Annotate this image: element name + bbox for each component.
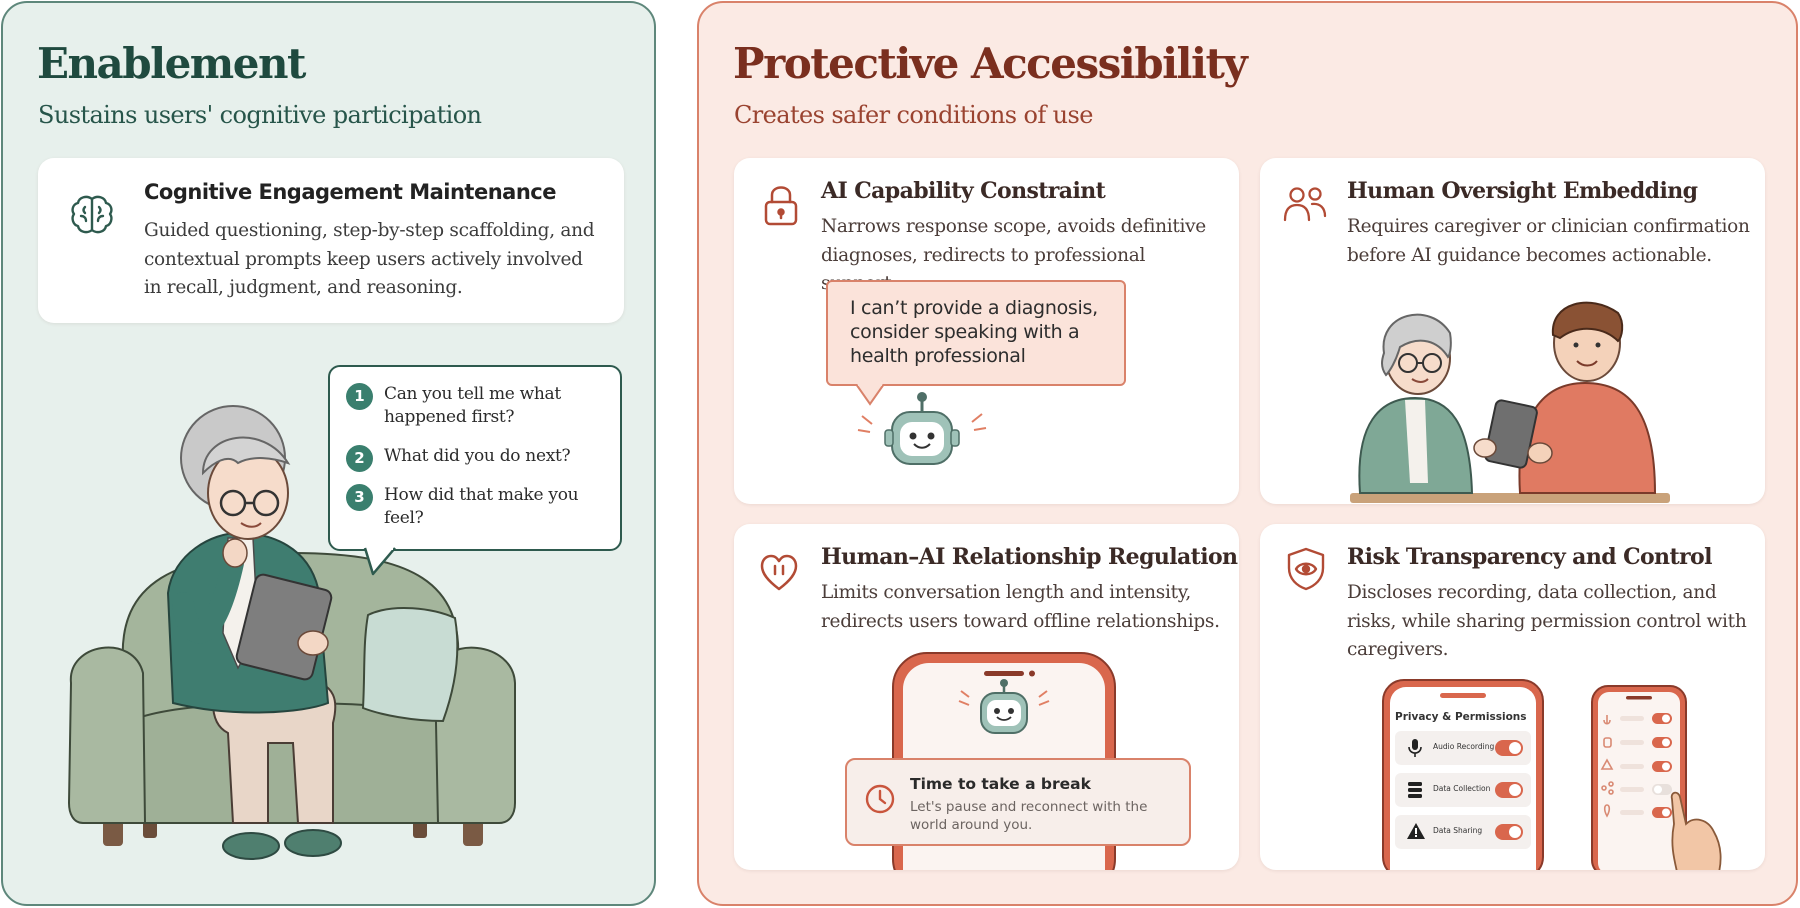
- break-notification: Time to take a break Let's pause and rec…: [845, 758, 1191, 846]
- bubble-tail: [363, 546, 396, 576]
- protective-accessibility-panel: Protective Accessibility Creates safer c…: [697, 1, 1798, 906]
- card-text: Requires caregiver or clinician confirma…: [1347, 216, 1750, 266]
- enablement-title: Enablement: [37, 39, 306, 88]
- step-number-badge: 3: [346, 484, 373, 511]
- card-text: Guided questioning, step-by-step scaffol…: [144, 220, 595, 298]
- database-icon: [1408, 782, 1422, 798]
- microphone-icon: [1408, 739, 1422, 757]
- protective-title: Protective Accessibility: [733, 39, 1248, 88]
- question-text: What did you do next?: [384, 446, 571, 466]
- break-text: Let's pause and reconnect with the world…: [910, 799, 1148, 833]
- privacy-phone: Privacy & Permissions Audio Recording Da…: [1382, 679, 1544, 870]
- ai-bubble-tail: [855, 384, 885, 406]
- step-number-badge: 1: [346, 383, 373, 410]
- permission-label: Data Collection: [1433, 784, 1491, 793]
- guided-questions-bubble: 1 Can you tell me what happened first? 2…: [328, 365, 622, 551]
- relationship-regulation-card: Human–AI Relationship Regulation Limits …: [734, 524, 1239, 870]
- protective-subtitle: Creates safer conditions of use: [734, 101, 1093, 129]
- people-icon: [1282, 184, 1328, 226]
- warning-icon: [1407, 823, 1425, 839]
- elderly-woman-armchair-illustration: [67, 405, 516, 860]
- caregiver-phone-illustration: [1591, 685, 1722, 870]
- lock-icon: [761, 182, 801, 228]
- card-text: Discloses recording, data collection, an…: [1347, 582, 1747, 660]
- phone-speaker: [1440, 693, 1486, 698]
- permission-row: Data Sharing: [1395, 815, 1531, 849]
- human-oversight-card: Human Oversight Embedding Requires careg…: [1260, 158, 1765, 504]
- risk-transparency-card: Risk Transparency and Control Discloses …: [1260, 524, 1765, 870]
- permission-row: Data Collection: [1395, 773, 1531, 807]
- permission-label: Data Sharing: [1433, 826, 1483, 835]
- step-number-badge: 2: [346, 445, 373, 472]
- break-title: Time to take a break: [910, 775, 1091, 793]
- clock-icon: [865, 784, 895, 814]
- permission-toggle[interactable]: [1495, 824, 1523, 840]
- card-text: Limits conversation length and intensity…: [821, 582, 1220, 632]
- permission-toggle[interactable]: [1495, 782, 1523, 798]
- robot-icon: [857, 392, 987, 465]
- card-title: AI Capability Constraint: [821, 178, 1106, 204]
- privacy-phone-screen: Privacy & Permissions Audio Recording Da…: [1390, 687, 1536, 870]
- question-text: Can you tell me what happened first?: [384, 384, 561, 427]
- ai-capability-constraint-card: AI Capability Constraint Narrows respons…: [734, 158, 1239, 504]
- enablement-panel: Enablement Sustains users' cognitive par…: [1, 1, 656, 906]
- permission-label: Audio Recording: [1433, 742, 1495, 751]
- permission-toggle[interactable]: [1495, 740, 1523, 756]
- card-title: Cognitive Engagement Maintenance: [144, 180, 556, 204]
- cognitive-engagement-card: Cognitive Engagement Maintenance Guided …: [38, 158, 624, 323]
- ai-response-bubble: I can’t provide a diagnosis, consider sp…: [826, 280, 1126, 386]
- permission-row: Audio Recording: [1395, 731, 1531, 765]
- shield-eye-icon: [1285, 546, 1327, 592]
- heart-pause-icon: [759, 554, 799, 592]
- card-title: Risk Transparency and Control: [1347, 544, 1712, 570]
- caregiver-and-elder-illustration: [1350, 301, 1670, 503]
- privacy-title: Privacy & Permissions: [1395, 711, 1527, 723]
- enablement-subtitle: Sustains users' cognitive participation: [38, 101, 482, 129]
- card-title: Human–AI Relationship Regulation: [821, 544, 1238, 570]
- brain-icon: [68, 191, 116, 239]
- question-text: How did that make you feel?: [384, 485, 579, 528]
- card-title: Human Oversight Embedding: [1347, 178, 1698, 204]
